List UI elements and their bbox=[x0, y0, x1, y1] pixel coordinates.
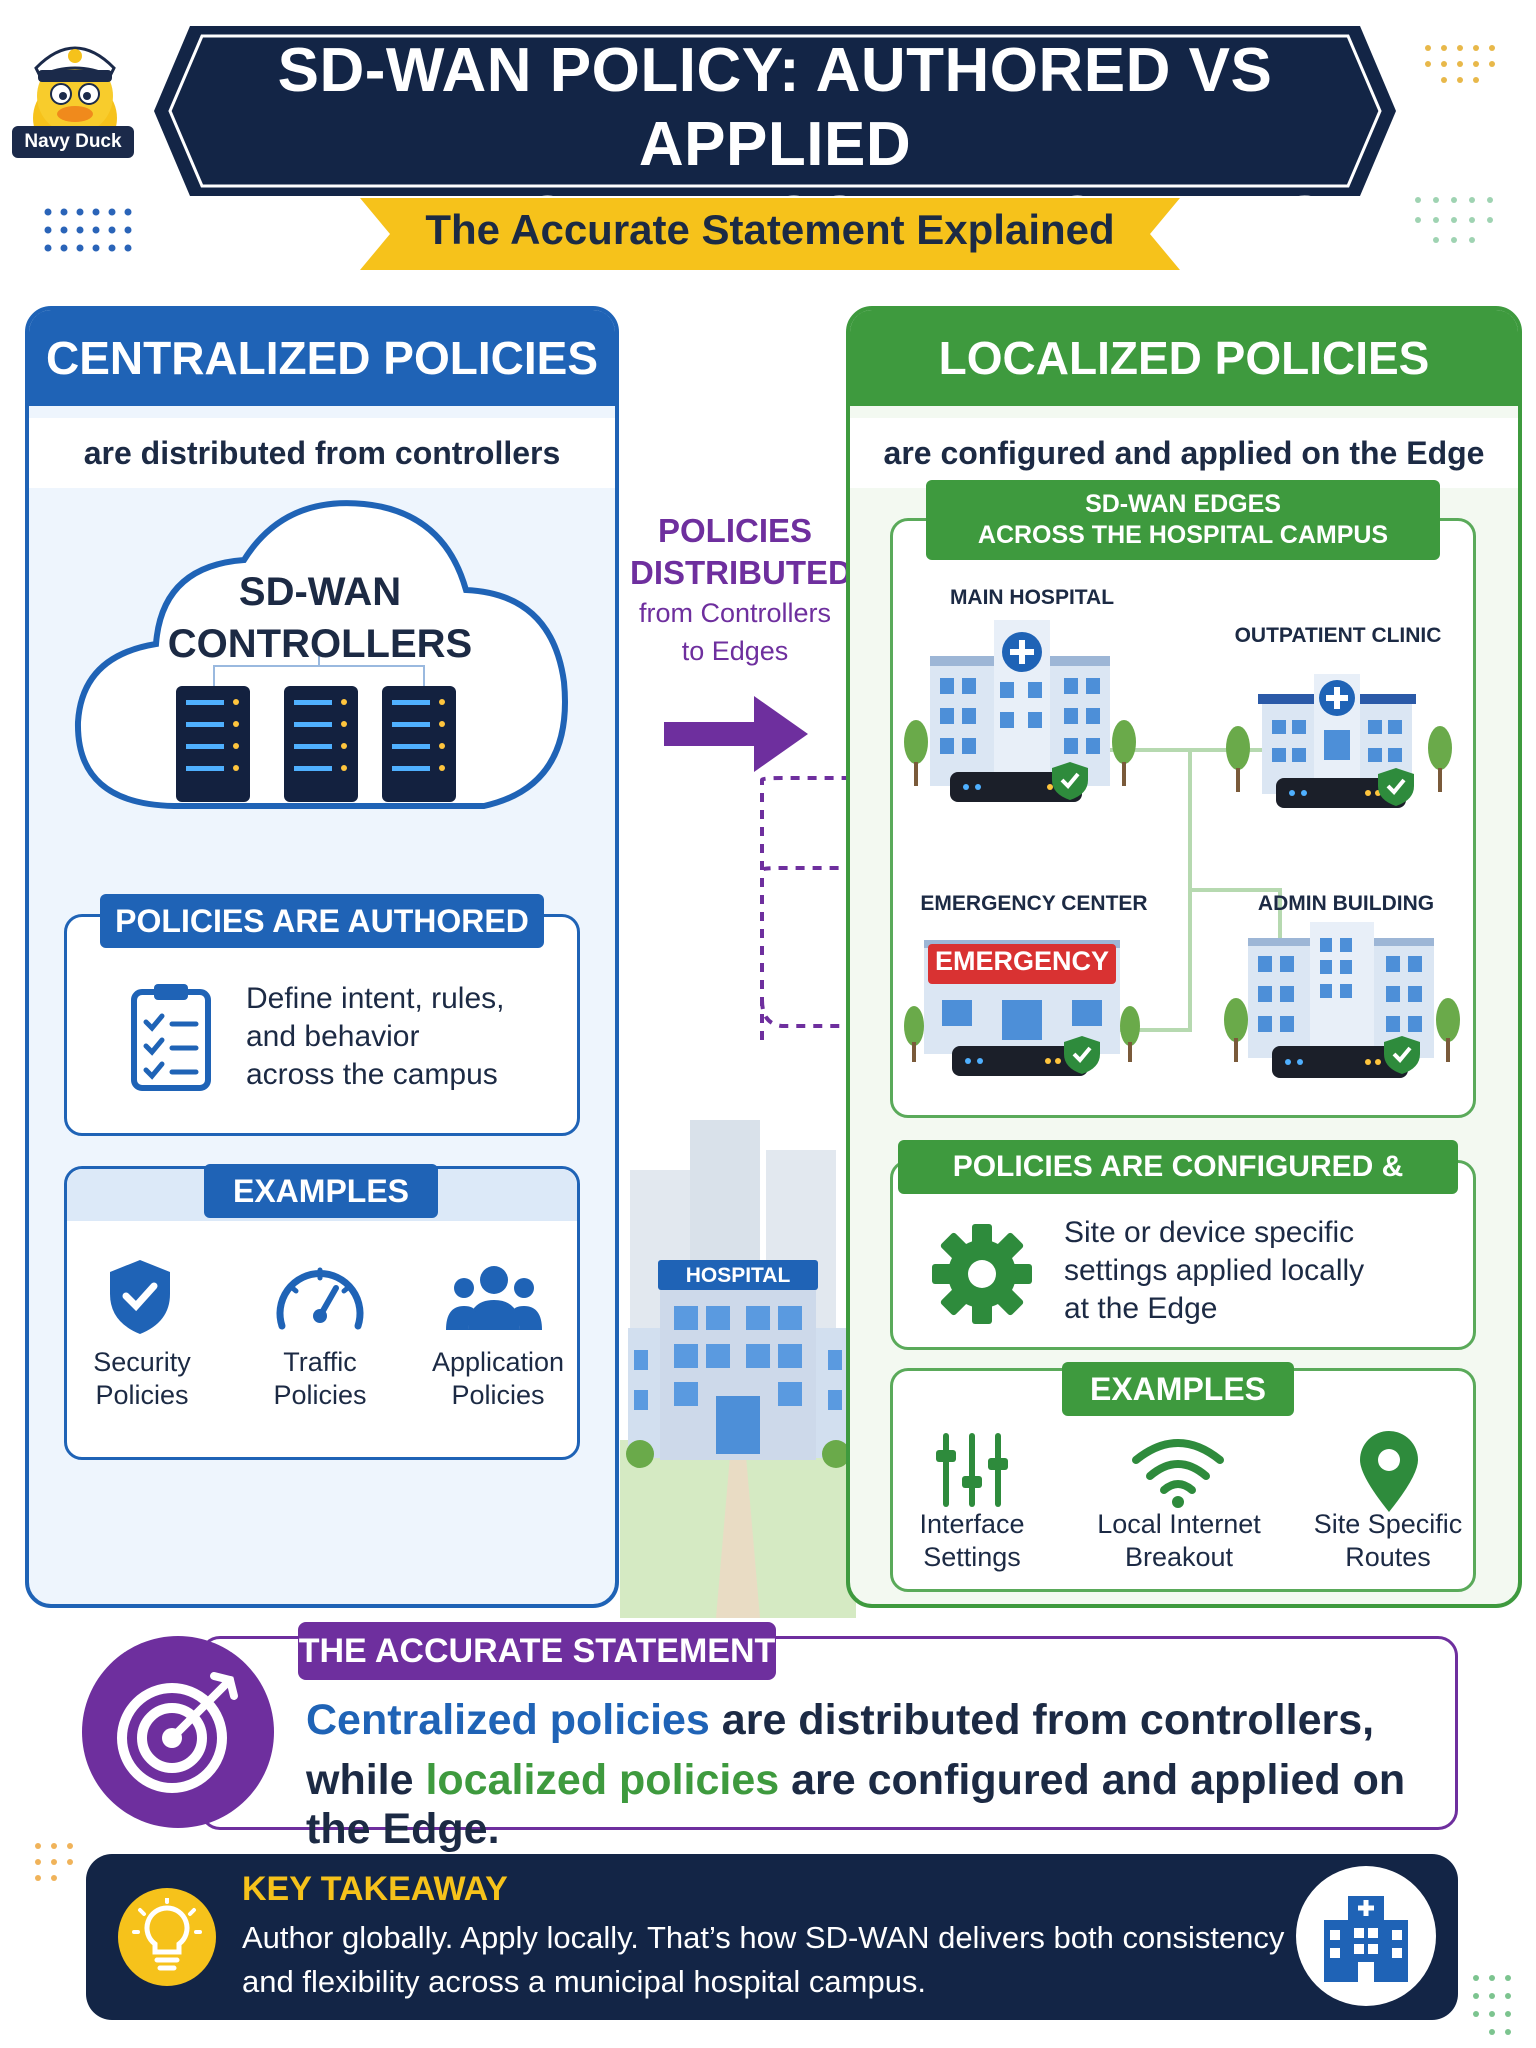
applied-desc-line-2: settings applied locally bbox=[1064, 1254, 1365, 1287]
hospital-building-illustration bbox=[620, 1120, 856, 1618]
target-icon bbox=[117, 1672, 238, 1793]
takeaway-title: KEY TAKEAWAY bbox=[242, 1870, 508, 1908]
users-icon bbox=[446, 1266, 542, 1330]
gear-icon bbox=[932, 1224, 1032, 1324]
edges-tag-line-2: ACROSS THE HOSPITAL CAMPUS bbox=[977, 521, 1389, 549]
statement-line-1: Centralized policies are distributed fro… bbox=[306, 1696, 1446, 1745]
accurate-statement-tag: THE ACCURATE STATEMENT bbox=[298, 1622, 776, 1680]
outpatient-clinic-building-icon bbox=[1226, 674, 1452, 808]
decorative-dots-top-right bbox=[1425, 45, 1495, 83]
statement-line-2-rest: are configured and applied on the Edge. bbox=[306, 1756, 1406, 1853]
emergency-center-building-icon bbox=[904, 940, 1140, 1076]
title-line-1: SD-WAN POLICY: AUTHORED VS APPLIED bbox=[277, 36, 1273, 179]
localized-subheading: are configured and applied on the Edge bbox=[850, 418, 1518, 488]
site-label-emergency-center: EMERGENCY CENTER bbox=[920, 892, 1148, 915]
subtitle-ribbon bbox=[360, 198, 1180, 270]
wifi-icon bbox=[1132, 1439, 1224, 1508]
example-line-1: Local Internet bbox=[1097, 1509, 1261, 1539]
controllers-cloud-icon bbox=[74, 500, 568, 809]
logo-label: Navy Duck bbox=[12, 126, 134, 158]
example-line-1: Site Specific bbox=[1313, 1509, 1463, 1539]
decorative-dots-left bbox=[44, 208, 132, 252]
flow-sub-line-2: to Edges bbox=[681, 636, 789, 666]
takeaway-line-2: and flexibility across a municipal hospi… bbox=[242, 1964, 927, 1999]
main-hospital-building-icon bbox=[904, 620, 1136, 802]
flow-title-line-2: DISTRIBUTED bbox=[630, 554, 852, 591]
example-site-specific-routes: Site Specific Routes bbox=[1306, 1508, 1470, 1574]
hospital-sign-label: HOSPITAL bbox=[685, 1264, 791, 1287]
example-line-2: Policies bbox=[95, 1380, 189, 1410]
takeaway-text: Author globally. Apply locally. That’s h… bbox=[242, 1916, 1302, 2004]
decorative-dots-right bbox=[1415, 197, 1493, 243]
example-line-1: Interface bbox=[919, 1509, 1025, 1539]
site-label-outpatient-clinic: OUTPATIENT CLINIC bbox=[1234, 624, 1442, 647]
authored-desc-line-3: across the campus bbox=[246, 1058, 498, 1091]
takeaway-line-1: Author globally. Apply locally. That’s h… bbox=[242, 1920, 1285, 1955]
sd-wan-edges-tag: SD-WAN EDGES ACROSS THE HOSPITAL CAMPUS bbox=[926, 480, 1440, 560]
admin-building-icon bbox=[1224, 922, 1460, 1078]
policies-applied-description: Site or device specific settings applied… bbox=[1064, 1214, 1454, 1328]
statement-line-2-pre: while bbox=[306, 1756, 426, 1804]
localized-examples-tag: EXAMPLES bbox=[1062, 1362, 1294, 1416]
site-label-admin-building: ADMIN BUILDING bbox=[1257, 892, 1435, 915]
statement-line-2: while localized policies are configured … bbox=[306, 1756, 1446, 1854]
example-line-2: Policies bbox=[273, 1380, 367, 1410]
statement-highlight-centralized: Centralized policies bbox=[306, 1696, 710, 1744]
statement-highlight-localized: localized policies bbox=[425, 1756, 780, 1804]
authored-desc-line-2: and behavior bbox=[246, 1020, 420, 1053]
page-subtitle: The Accurate Statement Explained bbox=[425, 206, 1115, 253]
decorative-dots-bottom-left bbox=[35, 1843, 73, 1881]
statement-line-1-rest: are distributed from controllers, bbox=[709, 1696, 1375, 1744]
distribution-arrow-icon bbox=[664, 696, 808, 772]
clipboard-checklist-icon bbox=[131, 984, 211, 1091]
site-label-main-hospital: MAIN HOSPITAL bbox=[949, 586, 1115, 609]
example-interface-settings: Interface Settings bbox=[906, 1508, 1038, 1574]
example-traffic-policies: Traffic Policies bbox=[250, 1346, 390, 1412]
example-line-1: Application bbox=[431, 1347, 565, 1377]
title-banner bbox=[154, 26, 1396, 196]
controllers-title: SD-WAN CONTROLLERS bbox=[60, 566, 580, 670]
example-application-policies: Application Policies bbox=[420, 1346, 576, 1412]
map-pin-icon bbox=[1360, 1431, 1418, 1512]
gauge-icon bbox=[276, 1267, 364, 1330]
flow-subtitle: from Controllers to Edges bbox=[630, 594, 840, 670]
decorative-dots-bottom-right bbox=[1473, 1975, 1511, 2035]
authored-desc-line-1: Define intent, rules, bbox=[246, 982, 505, 1015]
controllers-title-line-1: SD-WAN bbox=[238, 570, 402, 614]
example-line-2: Breakout bbox=[1124, 1542, 1234, 1572]
applied-desc-line-1: Site or device specific bbox=[1064, 1216, 1355, 1249]
example-line-2: Routes bbox=[1345, 1542, 1431, 1572]
centralized-heading: CENTRALIZED POLICIES bbox=[29, 310, 615, 406]
applied-desc-line-3: at the Edge bbox=[1064, 1292, 1218, 1325]
sliders-icon bbox=[936, 1433, 1008, 1507]
centralized-subheading: are distributed from controllers bbox=[29, 418, 615, 488]
emergency-sign: EMERGENCY bbox=[934, 946, 1110, 976]
example-local-internet-breakout: Local Internet Breakout bbox=[1090, 1508, 1268, 1574]
example-line-1: Security bbox=[93, 1347, 191, 1377]
example-line-1: Traffic bbox=[283, 1347, 357, 1377]
policies-authored-description: Define intent, rules, and behavior acros… bbox=[246, 980, 566, 1094]
centralized-examples-tag: EXAMPLES bbox=[204, 1164, 438, 1218]
flow-title: POLICIES DISTRIBUTED bbox=[630, 510, 852, 594]
example-line-2: Policies bbox=[451, 1380, 545, 1410]
flow-sub-line-1: from Controllers bbox=[638, 598, 832, 628]
lightbulb-icon bbox=[132, 1898, 202, 1971]
flow-title-line-1: POLICIES bbox=[657, 512, 813, 549]
example-line-2: Settings bbox=[923, 1542, 1021, 1572]
controllers-title-line-2: CONTROLLERS bbox=[167, 622, 473, 666]
localized-heading: LOCALIZED POLICIES bbox=[850, 310, 1518, 406]
shield-check-icon bbox=[110, 1260, 170, 1334]
policies-applied-tag: POLICIES ARE CONFIGURED & APPLIED bbox=[898, 1140, 1458, 1237]
example-security-policies: Security Policies bbox=[74, 1346, 210, 1412]
hospital-icon bbox=[1324, 1896, 1408, 1982]
key-takeaway-box bbox=[86, 1854, 1458, 2020]
policies-authored-tag: POLICIES ARE AUTHORED bbox=[100, 894, 544, 948]
edges-tag-line-1: SD-WAN EDGES bbox=[1085, 490, 1281, 518]
